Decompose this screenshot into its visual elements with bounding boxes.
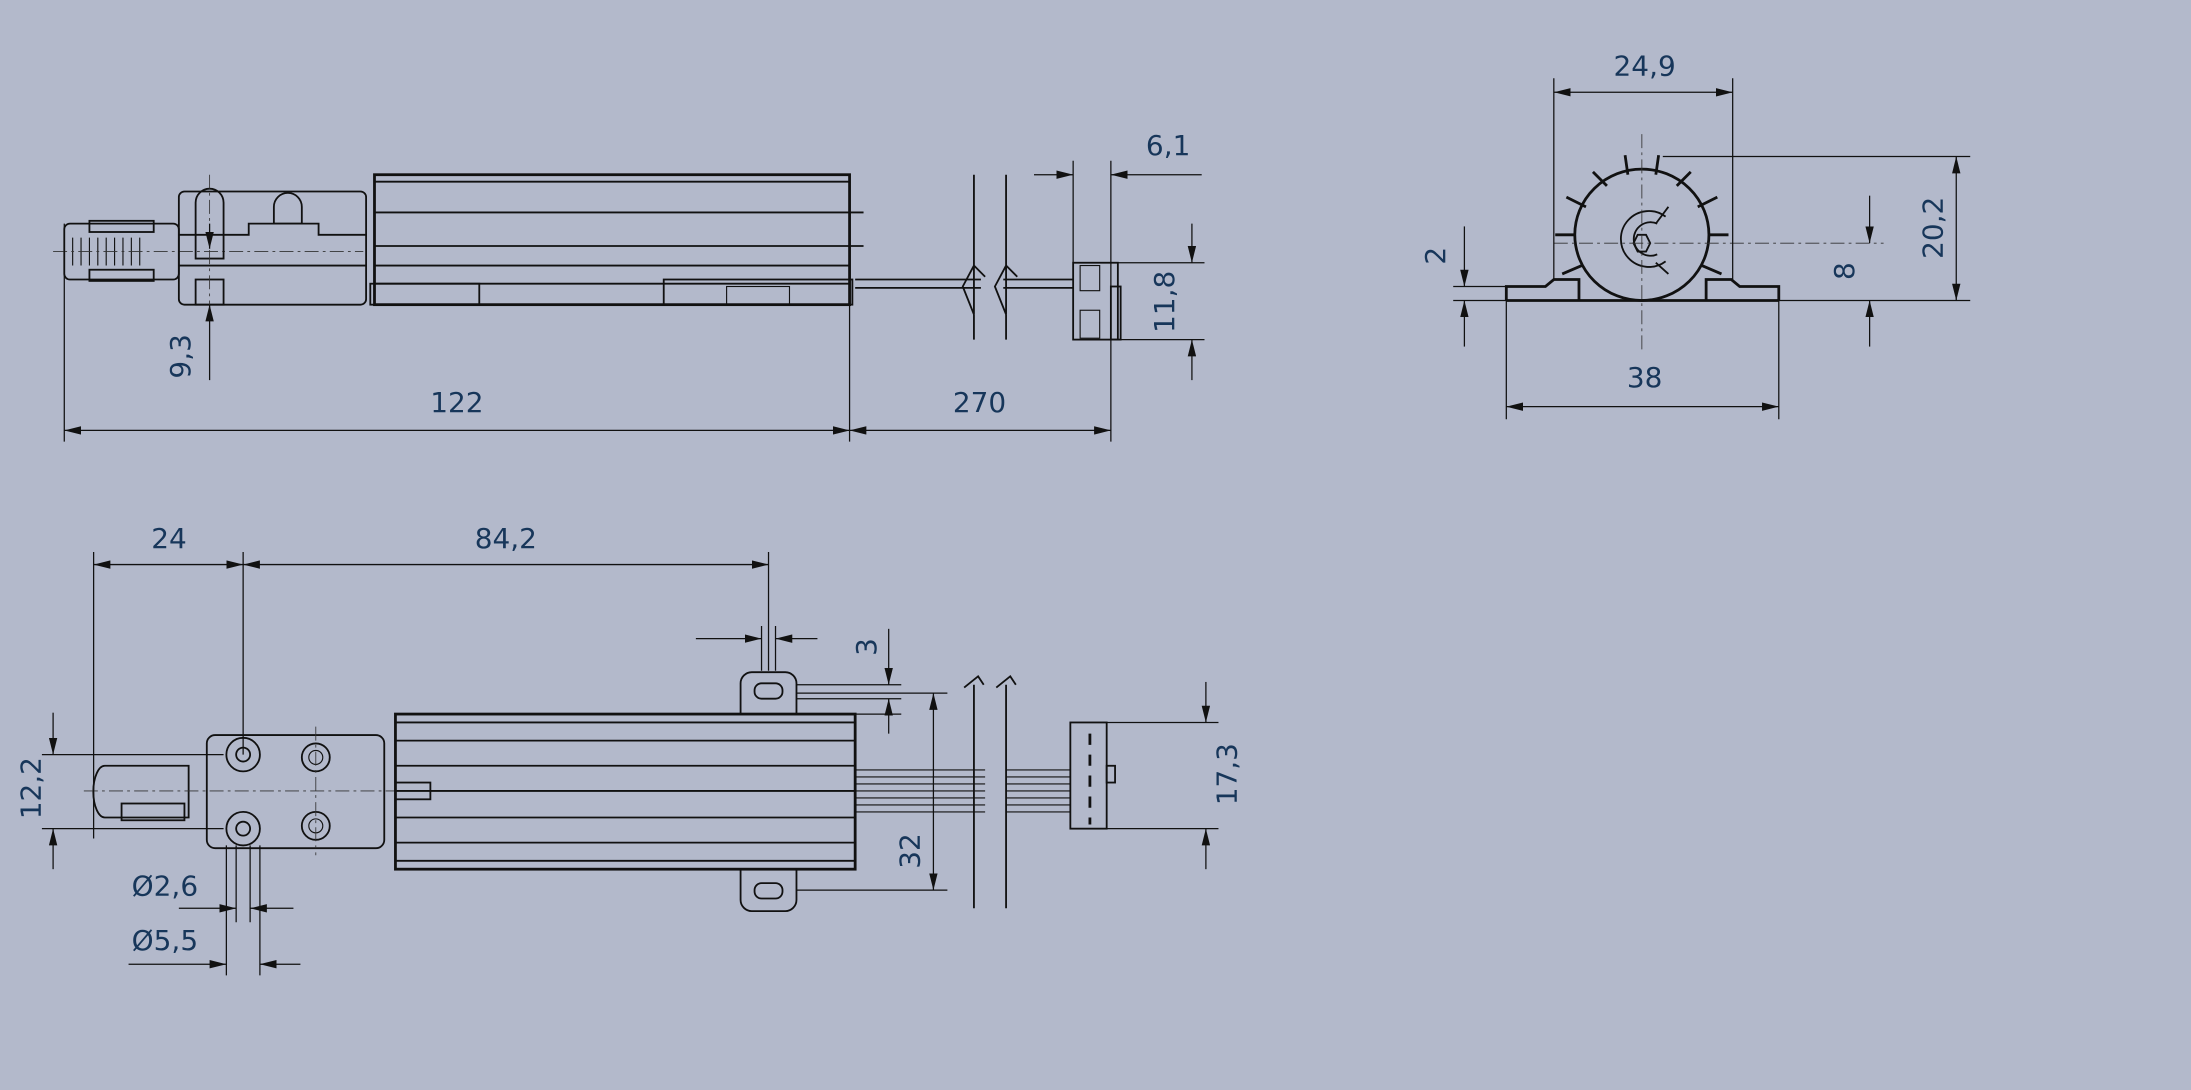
motor-block	[83, 726, 420, 856]
dim-connector-offset: 6,1	[1146, 129, 1190, 162]
dim-overall-height: 20,2	[1916, 197, 1949, 259]
housing	[369, 173, 864, 307]
dim-lug-spacing: 32	[893, 833, 926, 869]
dim-hole-pitch: 12,2	[15, 757, 48, 819]
dim-hole-diameter-small: Ø2,6	[132, 870, 198, 903]
dim-base-width: 38	[1627, 361, 1663, 394]
dim-hole-diameter-large: Ø5,5	[132, 924, 198, 957]
dim-offset: 24	[151, 522, 187, 555]
connector-plug	[53, 219, 364, 282]
dim-base-thickness: 2	[1419, 247, 1452, 265]
ribbon-cable	[855, 675, 1071, 909]
dim-gear-width: 24,9	[1614, 50, 1676, 83]
cable	[855, 174, 1074, 340]
plug-connector	[92, 764, 190, 822]
dim-cable-length: 270	[953, 386, 1006, 419]
top-view: 122 270 6,1 11,8 9,3	[53, 129, 1205, 442]
connector-socket	[1072, 261, 1122, 341]
dim-hole-spacing: 84,2	[475, 522, 537, 555]
motor-block	[177, 174, 368, 322]
gear	[1504, 134, 1884, 350]
dim-connector-height: 11,8	[1148, 271, 1181, 333]
ribbon-connector	[1069, 721, 1116, 830]
bottom-view: 24 84,2 3 32 17,3 12,2 Ø2,6 Ø5,5	[15, 522, 1244, 976]
housing	[394, 671, 857, 913]
dim-connector-width: 17,3	[1211, 743, 1244, 805]
end-view: 24,9 20,2 8 2 38	[1419, 50, 1971, 420]
dim-axis-offset: 9,3	[164, 334, 197, 378]
dim-lug-width: 3	[850, 638, 883, 656]
dim-axis-height: 8	[1828, 262, 1861, 280]
dim-overall-length: 122	[430, 386, 483, 419]
